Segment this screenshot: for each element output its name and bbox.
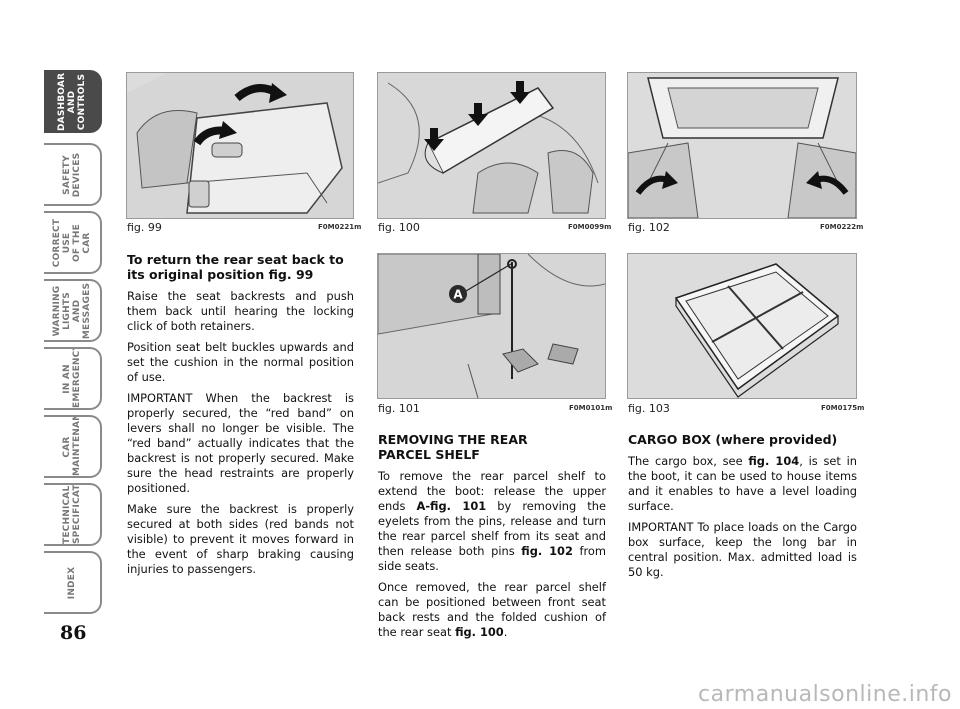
fig-100-code: F0M0099m [568,223,612,231]
fig-99-image [126,72,354,219]
column-3: CARGO BOX (where provided) The cargo box… [628,432,857,586]
figure-reference: A-fig. 101 [416,499,487,513]
section-heading-cargo-box: CARGO BOX (where provided) [628,432,857,447]
parcel-shelf-illustration [378,73,605,218]
tab-label: WARNING [52,285,62,336]
text: , is set in the boot, it can be used to … [628,454,858,513]
tab-label: AND CONTROLS [67,73,87,130]
paragraph: The cargo box, see fig. 104, is set in t… [628,454,857,514]
fig-102-code: F0M0222m [820,223,864,231]
figure-reference: fig. 104 [748,454,800,468]
tab-label: EMERGENCY [72,347,82,408]
paragraph: IMPORTANT When the backrest is properly … [127,391,354,495]
text: by removing the eyelets from the pins, r… [378,499,606,558]
tab-index[interactable]: INDEX [44,551,102,614]
figure-reference: fig. 102 [521,544,573,558]
paragraph: Make sure the backrest is properly secur… [127,502,354,576]
figure-reference: fig. 100 [455,625,504,639]
fig-103-code: F0M0175m [821,404,865,412]
shelf-pin-illustration: A [378,254,605,398]
cargo-box-illustration [628,254,856,398]
fig-101-caption: fig. 101 [378,402,420,415]
paragraph: Raise the seat backrests and push them b… [127,289,354,333]
section-heading-return-seat: To return the rear seat back to its orig… [127,252,344,282]
tab-label: OF THE CAR [72,223,92,262]
section-heading-parcel-shelf: REMOVING THE REAR PARCEL SHELF [378,432,528,462]
callout-a-label: A [453,288,463,302]
tab-label: TECHNICAL [62,485,72,544]
text: The cargo box, see [628,454,749,468]
fig-101-image: A [377,253,606,399]
tab-label: IN AN [62,363,72,394]
tab-label: INDEX [67,566,77,599]
callout-a-marker [449,285,467,303]
tab-label: DEVICES [72,152,82,197]
text: from side seats. [378,544,606,573]
tab-label: CAR [62,435,72,458]
text: . [503,625,508,639]
column-1: To return the rear seat back to its orig… [127,252,354,583]
boot-illustration [628,73,856,218]
fig-99-code: F0M0221m [318,223,362,231]
tab-label: SAFETY [62,154,72,195]
paragraph: Once removed, the rear parcel shelf can … [378,580,606,640]
fig-103-caption: fig. 103 [628,402,670,415]
tab-label: MESSAGES [82,282,92,339]
fig-100-image [377,72,606,219]
text: To remove the rear parcel shelf to exten… [378,469,606,513]
fig-101-code: F0M0101m [569,404,613,412]
paragraph: IMPORTANT To place loads on the Cargo bo… [628,520,857,579]
tab-label: MAINTENANCE [72,415,82,476]
fig-99-caption: fig. 99 [127,221,162,234]
text: Once removed, the rear parcel shelf can … [378,580,606,639]
heading-text: CARGO BOX [628,432,712,447]
heading-text: (where provided) [711,432,838,447]
fig-103-image [627,253,857,399]
tab-label: CORRECT USE [52,218,72,267]
fig-100-caption: fig. 100 [378,221,420,234]
fig-102-image [627,72,857,219]
watermark: carmanualsonline.info [698,682,952,707]
tab-label: LIGHTS AND [62,291,82,330]
column-2: REMOVING THE REAR PARCEL SHELF To remove… [378,432,606,646]
tab-label: DASHBOARD [57,70,67,131]
paragraph: Position seat belt buckles upwards and s… [127,340,354,384]
page-number: 86 [60,622,87,644]
tab-label: SPECIFICATIONS [72,483,82,544]
fig-102-caption: fig. 102 [628,221,670,234]
seat-illustration [127,73,353,218]
paragraph: To remove the rear parcel shelf to exten… [378,469,606,574]
